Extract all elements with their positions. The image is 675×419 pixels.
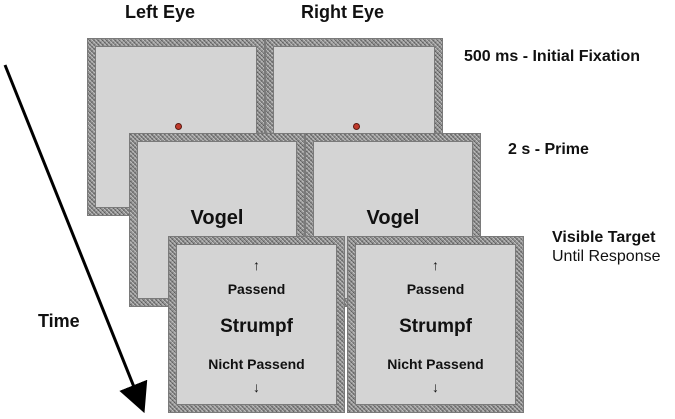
down-arrow-icon: ↓	[432, 379, 439, 395]
match-label: Passend	[406, 281, 465, 297]
target-word: Strumpf	[220, 316, 293, 337]
phase-label-target-sub: Until Response	[552, 248, 661, 265]
fixation-dot	[175, 123, 182, 130]
phase-label-prime: 2 s - Prime	[508, 141, 589, 158]
fixation-dot	[353, 123, 360, 130]
phase-label-initial: 500 ms - Initial Fixation	[464, 48, 641, 65]
prime-word: Vogel	[366, 207, 420, 229]
nonmatch-label: Nicht Passend	[208, 356, 305, 372]
prime-word: Vogel	[190, 207, 244, 229]
left-eye-target-screen: ↑ Passend Strumpf Nicht Passend ↓	[169, 237, 344, 412]
time-label: Time	[38, 311, 80, 331]
down-arrow-icon: ↓	[253, 379, 260, 395]
left-eye-header: Left Eye	[125, 2, 196, 22]
nonmatch-label: Nicht Passend	[387, 356, 484, 372]
target-word: Strumpf	[399, 316, 472, 337]
right-eye-header: Right Eye	[301, 2, 385, 22]
right-eye-target-screen: ↑ Passend Strumpf Nicht Passend ↓	[348, 237, 523, 412]
phase-label-target-title: Visible Target	[552, 229, 656, 246]
up-arrow-icon: ↑	[432, 257, 439, 273]
match-label: Passend	[227, 281, 286, 297]
up-arrow-icon: ↑	[253, 257, 260, 273]
